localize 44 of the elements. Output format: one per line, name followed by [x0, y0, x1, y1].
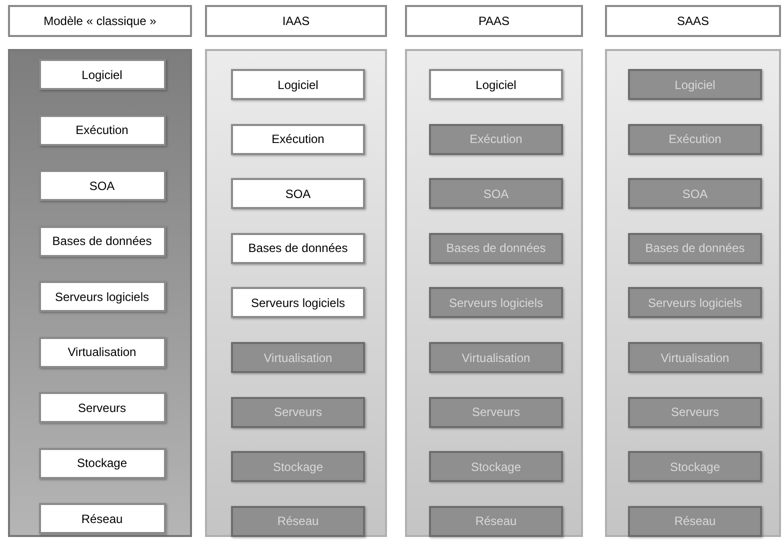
layer-box: SOA [38, 170, 166, 201]
layer-box: Bases de données [231, 232, 365, 264]
layer-box: Exécution [429, 124, 563, 155]
layer-box: Exécution [231, 124, 365, 155]
layer-box: Virtualisation [628, 342, 762, 373]
layer-box: SOA [231, 178, 365, 210]
layer-box: SOA [628, 178, 762, 210]
column-panel [605, 49, 781, 537]
layer-box: Exécution [628, 124, 762, 155]
layer-box: Serveurs logiciels [38, 281, 166, 312]
layer-box: Serveurs [231, 396, 365, 428]
column-panel [205, 49, 387, 537]
layer-box: Serveurs [628, 396, 762, 428]
layer-box: Bases de données [429, 232, 563, 264]
layer-box: Bases de données [628, 232, 762, 264]
layer-box: Logiciel [628, 69, 762, 100]
layer-box: Virtualisation [231, 342, 365, 373]
layer-box: Exécution [38, 114, 166, 146]
layer-box: Bases de données [38, 226, 166, 256]
layer-box: Stockage [231, 451, 365, 482]
layer-box: Réseau [38, 503, 166, 534]
layer-box: Virtualisation [429, 342, 563, 373]
layer-box: Réseau [231, 506, 365, 537]
column-header: IAAS [205, 5, 387, 37]
layer-box: Réseau [429, 506, 563, 537]
column-panel [8, 49, 192, 537]
column-header: Modèle « classique » [8, 5, 192, 37]
layer-box: Serveurs [38, 392, 166, 423]
column-panel [405, 49, 583, 537]
column-header: SAAS [605, 5, 781, 37]
layer-box: Serveurs logiciels [628, 287, 762, 318]
layer-box: Logiciel [38, 59, 166, 90]
layer-box: Logiciel [231, 69, 365, 100]
layer-box: SOA [429, 178, 563, 210]
layer-box: Réseau [628, 506, 762, 537]
layer-box: Stockage [628, 451, 762, 482]
layer-box: Serveurs logiciels [429, 287, 563, 318]
layer-box: Virtualisation [38, 336, 166, 368]
layer-box: Stockage [429, 451, 563, 482]
layer-box: Stockage [38, 448, 166, 478]
layer-box: Serveurs logiciels [231, 287, 365, 318]
column-header: PAAS [405, 5, 583, 37]
layer-box: Serveurs [429, 396, 563, 428]
layer-box: Logiciel [429, 69, 563, 100]
